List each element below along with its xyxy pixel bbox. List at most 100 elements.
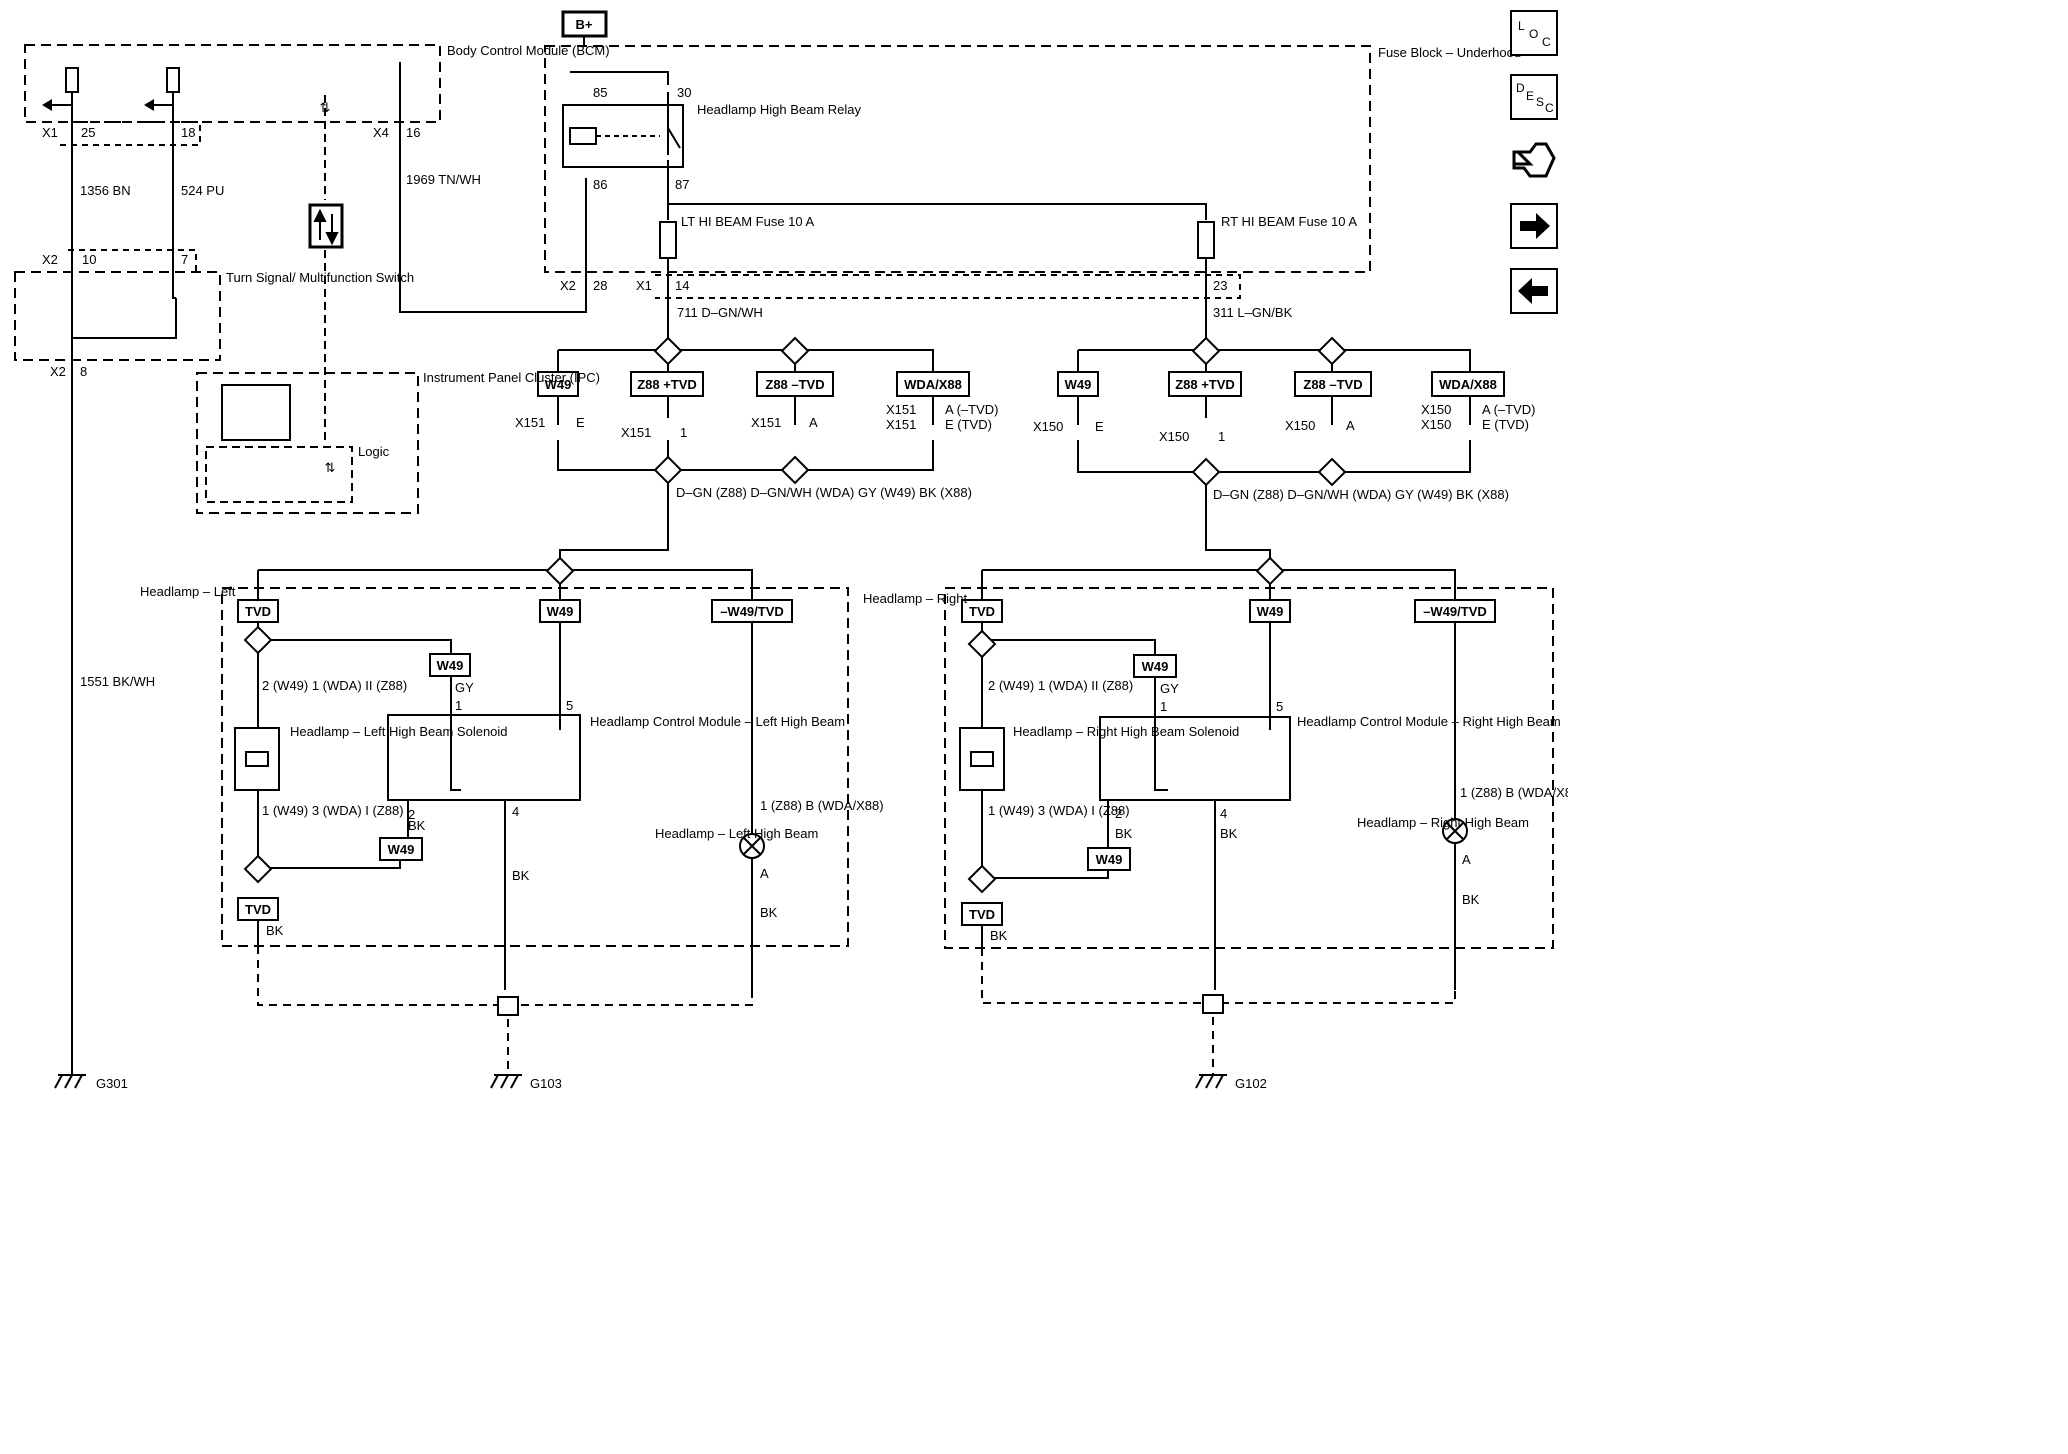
wire-524: 524 PU (181, 183, 224, 198)
pin-18: 18 (181, 125, 195, 140)
wire-bk-r3: BK (1462, 892, 1480, 907)
ground-g301: G301 (96, 1076, 128, 1091)
svg-text:C: C (1545, 101, 1554, 115)
conn-x2-ts: X2 (42, 252, 58, 267)
sol-left-label: Headlamp – Left High Beam Solenoid (290, 724, 508, 739)
svg-text:⇅: ⇅ (320, 100, 331, 115)
conn-x150-d: X150 (1421, 402, 1451, 417)
conn-x2-fb: X2 (560, 278, 576, 293)
pin-86: 86 (593, 177, 607, 192)
pin-1-hcm-r: 1 (1160, 699, 1167, 714)
hcm-right-label: Headlamp Control Module – Right High Bea… (1297, 714, 1561, 729)
opt-w49-l3: W49 (388, 842, 415, 857)
wire-gy-r: GY (1160, 681, 1179, 696)
next-arrow-icon[interactable] (1510, 203, 1558, 249)
fuse-block-label: Fuse Block – Underhood (1378, 45, 1521, 60)
pin-a-tvd-r: A (–TVD) (1482, 402, 1535, 417)
svg-text:C: C (1542, 35, 1551, 49)
opt-z88p-l: Z88 +TVD (637, 377, 697, 392)
pin-23: 23 (1213, 278, 1227, 293)
opt-tvd-rt: TVD (969, 604, 995, 619)
sol-left-pins-top: 2 (W49) 1 (WDA) II (Z88) (262, 678, 407, 693)
wire-bk-r1: BK (1115, 826, 1133, 841)
wire-1969: 1969 TN/WH (406, 172, 481, 187)
pin-85: 85 (593, 85, 607, 100)
opt-w49-l2: W49 (437, 658, 464, 673)
opt-tvd-lb: TVD (245, 902, 271, 917)
sol-left-pins-bot: 1 (W49) 3 (WDA) I (Z88) (262, 803, 404, 818)
bcm-label: Body Control Module (BCM) (447, 43, 610, 58)
pin-30: 30 (677, 85, 691, 100)
wire-bk-r2: BK (1220, 826, 1238, 841)
svg-text:D: D (1516, 81, 1525, 95)
svg-text:E: E (1526, 89, 1534, 103)
pin-16: 16 (406, 125, 420, 140)
relay-box (562, 104, 684, 168)
opt-w49-r2: W49 (1142, 659, 1169, 674)
lamp-right-label: Headlamp – Right High Beam (1357, 815, 1529, 830)
pin-14: 14 (675, 278, 689, 293)
pin-e-l: E (576, 415, 585, 430)
opt-w49-r: W49 (1065, 377, 1092, 392)
lt-fuse (659, 221, 677, 259)
wire-bk-l1: BK (408, 818, 426, 833)
sol-right-pins-top: 2 (W49) 1 (WDA) II (Z88) (988, 678, 1133, 693)
pin-1-l: 1 (680, 425, 687, 440)
sol-right-label: Headlamp – Right High Beam Solenoid (1013, 724, 1239, 739)
conn-x151-d: X151 (886, 402, 916, 417)
conn-x1-fb: X1 (636, 278, 652, 293)
pin-4-hcm-r: 4 (1220, 806, 1227, 821)
pin-10: 10 (82, 252, 96, 267)
lamp-left-label: Headlamp – Left High Beam (655, 826, 818, 841)
wire-bk-r4: BK (990, 928, 1008, 943)
pin-8: 8 (80, 364, 87, 379)
pin-a-l: A (809, 415, 818, 430)
opt-tvd-lt: TVD (245, 604, 271, 619)
wire-bk-l2: BK (512, 868, 530, 883)
pin-2-hcm-l: 2 (408, 807, 415, 822)
pin-1-r: 1 (1218, 429, 1225, 444)
pin-5-hcm-r: 5 (1276, 699, 1283, 714)
conn-x151-c: X151 (751, 415, 781, 430)
wire-mix-right: D–GN (Z88) D–GN/WH (WDA) GY (W49) BK (X8… (1213, 487, 1509, 502)
wire-gy-l: GY (455, 680, 474, 695)
conn-x151-e: X151 (886, 417, 916, 432)
opt-tvd-rb: TVD (969, 907, 995, 922)
conn-x4: X4 (373, 125, 389, 140)
opt-z88m-r: Z88 –TVD (1303, 377, 1362, 392)
pin-4-hcm-l: 4 (512, 804, 519, 819)
ipc-logic-label: Logic (358, 444, 390, 459)
schematic-svg: B+ (14, 10, 1584, 1091)
lamp-right-pins: 1 (Z88) B (WDA/X88) (1460, 785, 1568, 800)
hcm-left-label: Headlamp Control Module – Left High Beam (590, 714, 845, 729)
connector-icon[interactable] (1510, 138, 1558, 184)
opt-wda-r: WDA/X88 (1439, 377, 1497, 392)
pin-28: 28 (593, 278, 607, 293)
rt-fuse (1197, 221, 1215, 259)
conn-x151-b: X151 (621, 425, 651, 440)
wire-bk-l4: BK (266, 923, 284, 938)
conn-x151-a: X151 (515, 415, 545, 430)
opt-wda-l: WDA/X88 (904, 377, 962, 392)
wire-mix-left: D–GN (Z88) D–GN/WH (WDA) GY (W49) BK (X8… (676, 485, 972, 500)
pin-a-r: A (1346, 418, 1355, 433)
wire-1551: 1551 BK/WH (80, 674, 155, 689)
conn-x150-b: X150 (1159, 429, 1189, 444)
prev-arrow-icon[interactable] (1510, 268, 1558, 314)
lamp-left-pins: 1 (Z88) B (WDA/X88) (760, 798, 884, 813)
svg-text:O: O (1529, 27, 1538, 41)
lt-fuse-label: LT HI BEAM Fuse 10 A (681, 214, 815, 229)
pin-7: 7 (181, 252, 188, 267)
wiring-diagram: B+ (14, 10, 1584, 1091)
pin-e-tvd-r: E (TVD) (1482, 417, 1529, 432)
opt-w49-l: W49 (545, 377, 572, 392)
opt-w49-rt: W49 (1257, 604, 1284, 619)
pin-5-hcm-l: 5 (566, 698, 573, 713)
opt-z88p-r: Z88 +TVD (1175, 377, 1235, 392)
wire-1356: 1356 BN (80, 183, 131, 198)
relay-label: Headlamp High Beam Relay (697, 102, 862, 117)
opt-mw49-lt: –W49/TVD (720, 604, 784, 619)
pin-2-hcm-r: 2 (1115, 806, 1122, 821)
